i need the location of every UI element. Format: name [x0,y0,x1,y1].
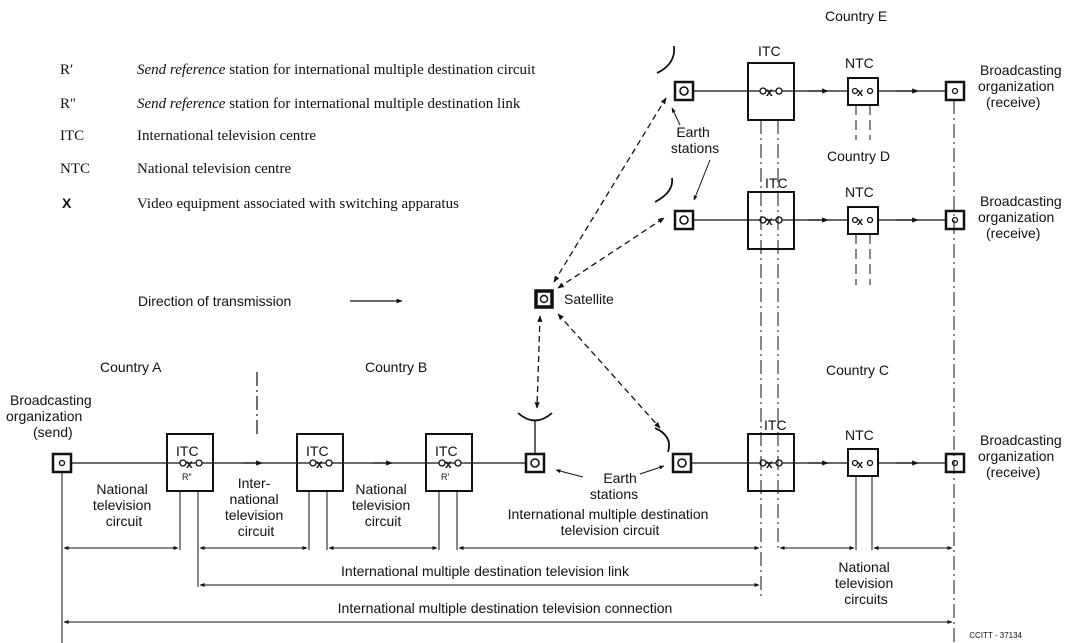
legend-symbol: R″ [60,96,76,112]
itc-label: ITC [764,417,787,433]
legend-text: International television centre [137,128,316,144]
legend-rest: National television centre [137,161,291,177]
legend-rest: station for international multiple desti… [225,96,520,112]
legend-symbol: NTC [60,161,90,177]
switch-x-icon: x [186,457,193,471]
guide-lines [61,100,955,643]
country-d-row: ITC x NTC x Broadcasting organization (r… [654,175,1066,285]
legend-rest: station for international multiple desti… [225,62,536,78]
country-c-label: Country C [826,362,889,378]
itc-label: ITC [435,443,458,459]
switch-x-icon: x [445,457,452,471]
national-circuits-label: National television circuits [835,559,897,607]
itc-label: ITC [758,43,781,59]
legend-text: Send reference station for international… [137,96,521,112]
country-b-label: Country B [365,359,427,375]
direction-label: Direction of transmission [138,293,291,309]
broadcast-receive-label: Broadcasting organization (receive) [978,432,1066,480]
imd-connection-label: International multiple destination telev… [338,600,673,616]
ntc-label: NTC [845,184,874,200]
ref-label: R′ [441,472,449,482]
ntc-label: NTC [845,55,874,71]
imd-circuit-label: International multiple destination telev… [508,506,713,538]
legend: R′ Send reference station for internatio… [60,62,536,212]
broadcast-send-label: Broadcasting organization (send) [6,392,96,440]
earth-station-icon [654,177,695,231]
switch-x-icon: x [857,459,864,471]
legend-italic: Send reference [137,96,226,112]
switch-x-icon: x [316,457,323,471]
international-circuit-label: Inter- national television circuit [225,475,287,539]
country-e-row: ITC x NTC x Broadcasting organization (r… [656,43,1066,140]
bottom-row: Broadcasting organization (send) ITC x R… [6,392,1066,492]
country-a-label: Country A [100,359,162,375]
legend-rest: International television centre [137,128,316,144]
national-circuit-label: National television circuit [352,481,414,529]
figure-reference: CCITT - 37134 [969,631,1022,640]
legend-text: National television centre [137,161,291,177]
itc-label: ITC [306,443,329,459]
switch-x-icon: x [766,214,773,228]
switch-x-icon: x [857,87,864,99]
broadcast-receive-label: Broadcasting organization (receive) [978,193,1066,241]
ref-label: R″ [182,472,192,482]
legend-rest: Video equipment associated with switchin… [137,196,459,212]
earth-station-icon [654,427,693,474]
satellite-links [534,97,667,429]
country-e-label: Country E [825,8,887,24]
national-circuit-label: National television circuit [93,481,155,529]
satellite-icon [534,289,554,309]
imd-link-label: International multiple destination telev… [341,563,630,579]
legend-symbol: X [62,195,72,211]
earth-stations-label: Earth stations [671,124,719,156]
legend-text: Send reference station for international… [137,62,536,78]
ntc-label: NTC [845,427,874,443]
itc-label: ITC [765,175,788,191]
satellite-label: Satellite [564,291,614,307]
switch-x-icon: x [766,85,773,99]
dimension-arrows [63,546,953,624]
country-d-label: Country D [827,148,890,164]
legend-italic: Send reference [137,62,226,78]
legend-symbol: R′ [60,62,73,78]
earth-station-icon [517,412,553,474]
legend-symbol: ITC [60,128,84,144]
switch-x-icon: x [857,216,864,228]
itc-label: ITC [176,443,199,459]
switch-x-icon: x [766,457,773,471]
earth-stations-label: Earth stations [590,470,641,502]
earth-station-icon [656,45,695,102]
legend-text: Video equipment associated with switchin… [137,196,459,212]
broadcast-receive-label: Broadcasting organization (receive) [978,62,1066,110]
